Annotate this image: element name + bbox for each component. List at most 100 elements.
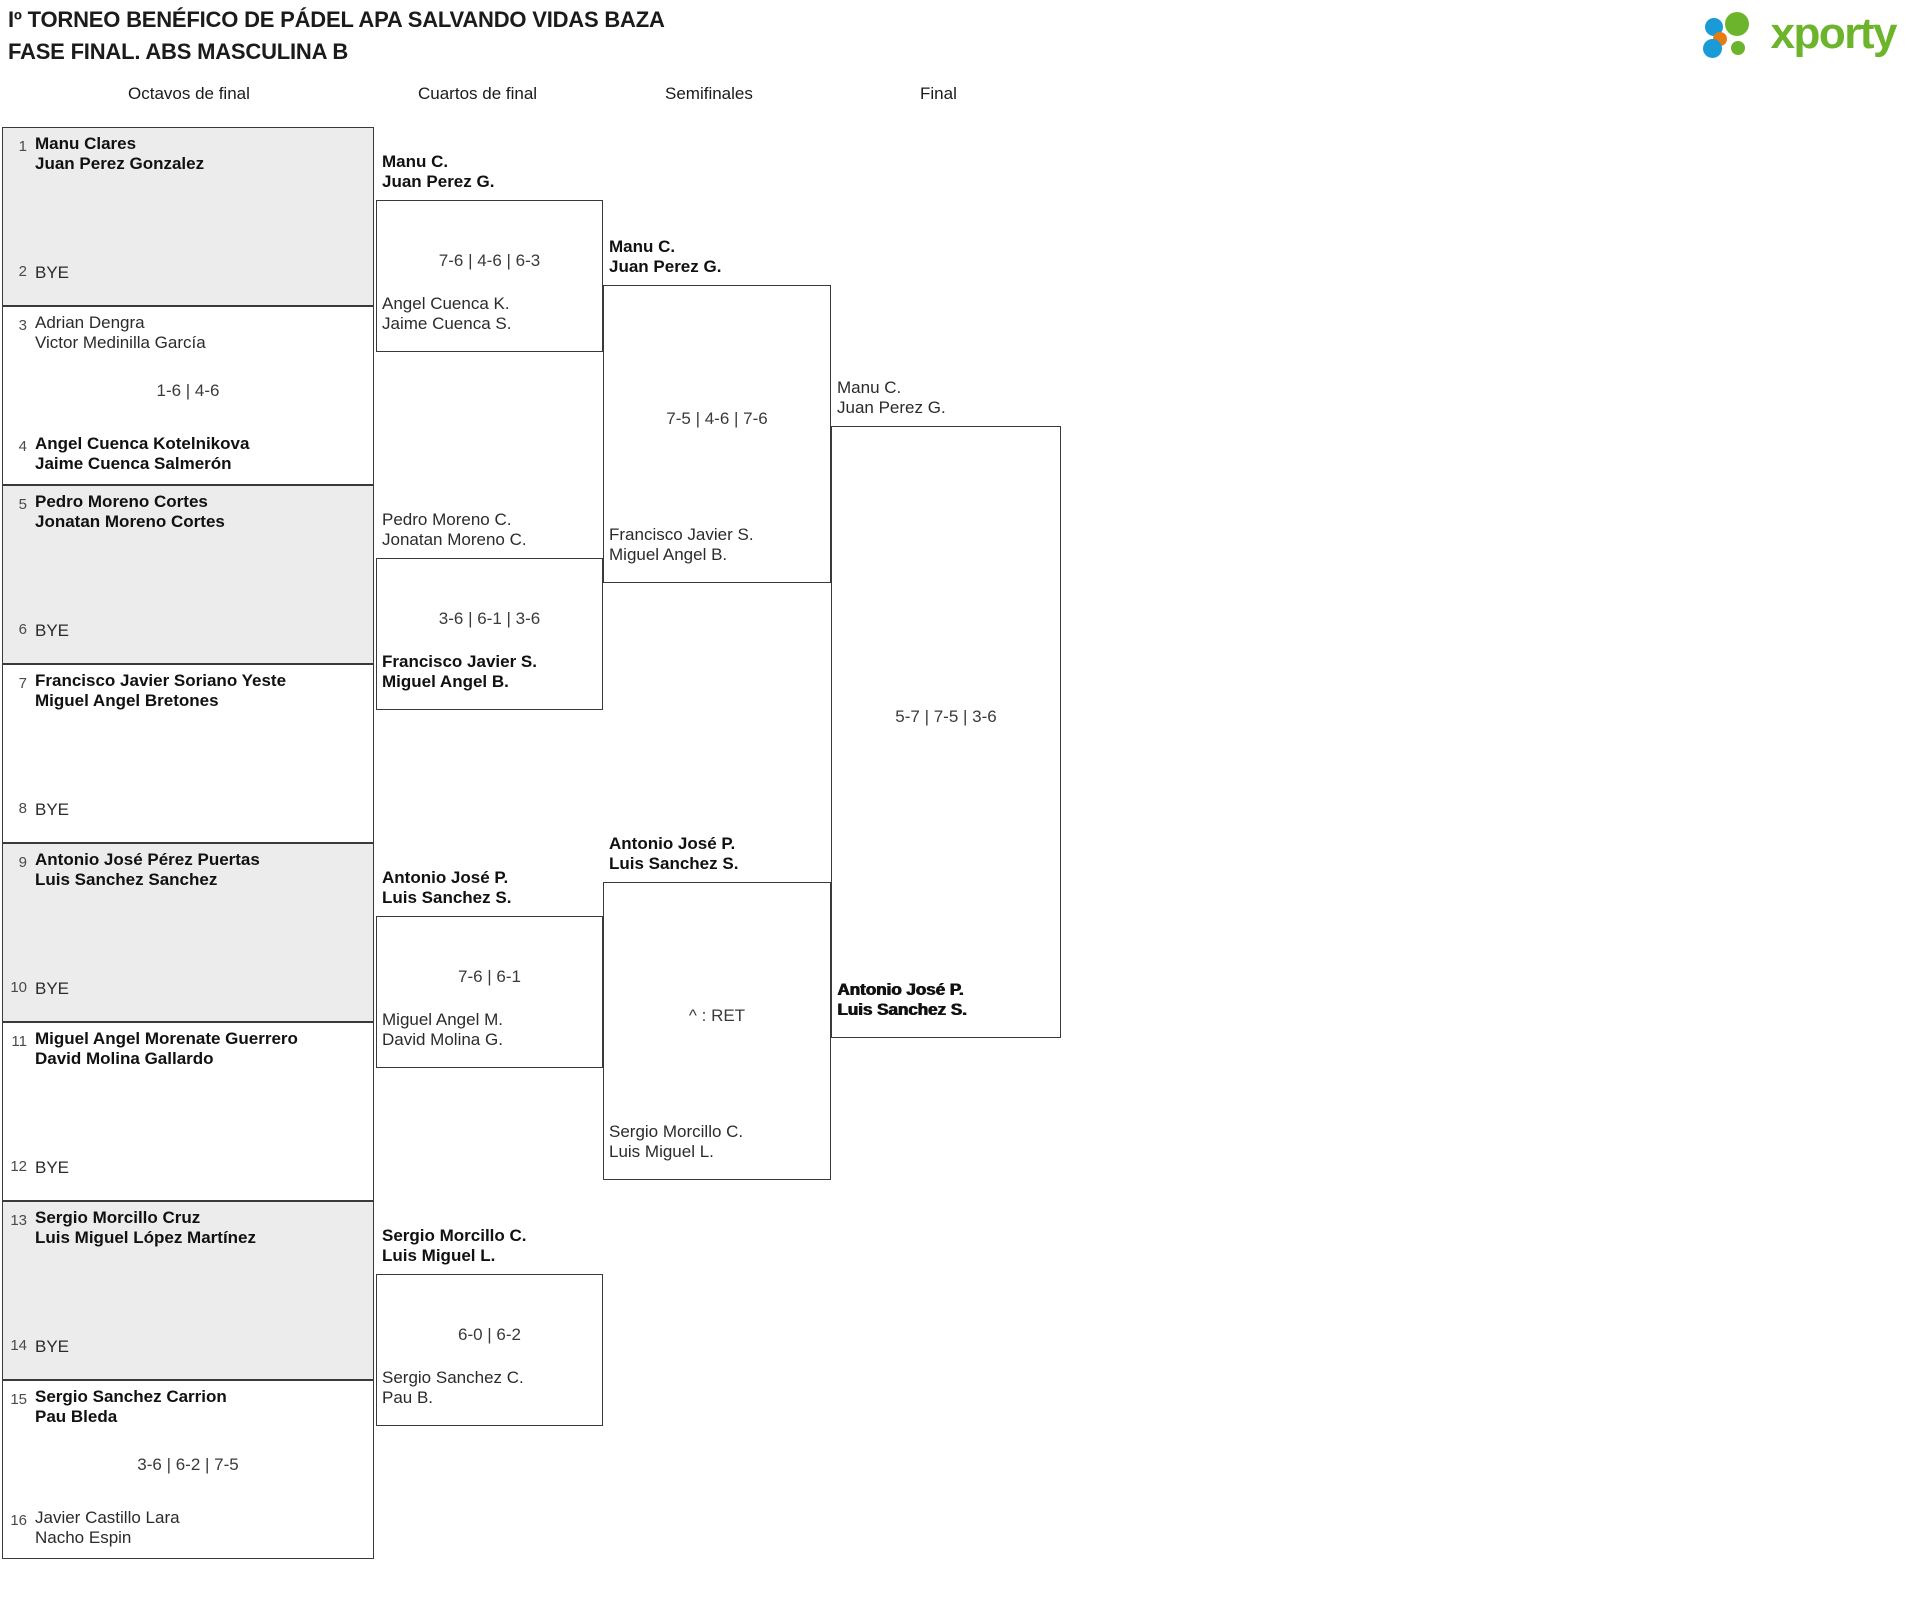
player-name: Luis Sanchez Sanchez [35, 870, 218, 889]
player-name: Manu Clares [35, 134, 137, 153]
round3-team-top: Manu C.Juan Perez G. [609, 237, 721, 277]
player-name: Antonio José P. [837, 980, 964, 999]
player-name: Francisco Javier S. [382, 652, 537, 671]
round-header-cuartos: Cuartos de final [418, 84, 538, 103]
match-score: 7-6 | 6-1 [457, 967, 521, 986]
player-name: Sergio Morcillo C. [382, 1226, 527, 1245]
seed-number: 8 [18, 800, 27, 817]
player-name: Jonatan Moreno C. [382, 530, 527, 549]
seed-number: 1 [18, 138, 27, 155]
player-name: Juan Perez Gonzalez [35, 154, 205, 173]
match-score: 6-0 | 6-2 [457, 1325, 521, 1344]
player-name: Luis Sanchez S. [837, 1000, 967, 1019]
seed-number: 5 [18, 496, 27, 513]
player-name: Luis Sanchez S. [382, 888, 512, 907]
round2-match-box[interactable]: 3-6 | 6-1 | 3-6 [376, 558, 603, 710]
player-name: Antonio José P. [609, 834, 736, 853]
player-name: Miguel Angel Morenate Guerrero [35, 1029, 298, 1048]
seed-number: 3 [18, 317, 27, 334]
player-name: Juan Perez G. [382, 172, 495, 191]
seed-number: 2 [18, 263, 27, 280]
round3-match-box[interactable]: ^ : RET [603, 882, 831, 1180]
seed-number: 11 [11, 1033, 27, 1050]
player-name: Luis Miguel López Martínez [35, 1228, 257, 1247]
round2-match-box[interactable]: 7-6 | 4-6 | 6-3 [376, 200, 603, 352]
match-score: 3-6 | 6-2 | 7-5 [137, 1454, 239, 1474]
player-name: Antonio José P. [382, 868, 509, 887]
player-name: Manu C. [609, 237, 676, 256]
player-name: Antonio José Pérez Puertas [35, 850, 260, 869]
team-name-bottom: BYE [31, 621, 69, 641]
title-line-2: FASE FINAL. ABS MASCULINA B [8, 39, 349, 64]
seed-number: 9 [18, 854, 27, 871]
player-name: David Molina Gallardo [35, 1049, 214, 1068]
seed-number: 12 [10, 1158, 27, 1175]
player-name: Pau B. [382, 1388, 434, 1407]
round4-team-top: Manu C.Juan Perez G. [837, 378, 946, 418]
logo-dots-icon [1701, 10, 1765, 58]
player-name: Luis Miguel L. [382, 1246, 496, 1265]
match-score: ^ : RET [688, 1006, 746, 1025]
player-name: Luis Sanchez S. [609, 854, 739, 873]
round2-match-box[interactable]: 6-0 | 6-2 [376, 1274, 603, 1426]
seed-number: 13 [10, 1212, 27, 1229]
team-name-bottom: BYE [31, 1337, 69, 1357]
player-name: Miguel Angel B. [382, 672, 509, 691]
round3-match-box[interactable]: 7-5 | 4-6 | 7-6 [603, 285, 831, 583]
player-name: Sergio Morcillo Cruz [35, 1208, 201, 1227]
round2-team-bottom: Francisco Javier S.Miguel Angel B. [382, 652, 537, 692]
match-score: 5-7 | 7-5 | 3-6 [895, 707, 997, 726]
seed-number: 6 [18, 621, 27, 638]
player-name: Pau Bleda [35, 1407, 118, 1426]
round-header-final: Final [920, 84, 957, 103]
round2-match-box[interactable]: 7-6 | 6-1 [376, 916, 603, 1068]
round2-team-top: Antonio José P.Luis Sanchez S. [382, 868, 511, 908]
logo-wordmark: xporty [1770, 9, 1898, 58]
player-name: Sergio Morcillo C. [609, 1122, 744, 1141]
player-name: Sergio Sanchez Carrion [35, 1387, 227, 1406]
player-name: Jaime Cuenca S. [382, 314, 512, 333]
player-name: Angel Cuenca Kotelnikova [35, 434, 250, 453]
match-slot-bottom[interactable]: 6 BYE [3, 621, 373, 641]
round3-team-top: Antonio José P.Luis Sanchez S. [609, 834, 738, 874]
round2-team-bottom: Miguel Angel M.David Molina G. [382, 1010, 503, 1050]
player-name: Antonio José P. [838, 980, 965, 999]
round2-team-top: Pedro Moreno C.Jonatan Moreno C. [382, 510, 527, 550]
player-name: Miguel Angel M. [382, 1010, 503, 1029]
round4-match-box[interactable]: 5-7 | 7-5 | 3-6 [831, 426, 1061, 1038]
player-name: Javier Castillo Lara [35, 1508, 180, 1527]
champion-name: Antonio José P.Luis Sanchez S. [838, 980, 967, 1020]
player-name: BYE [35, 621, 70, 640]
title-line-1: Iº TORNEO BENÉFICO DE PÁDEL APA SALVANDO… [8, 7, 665, 32]
